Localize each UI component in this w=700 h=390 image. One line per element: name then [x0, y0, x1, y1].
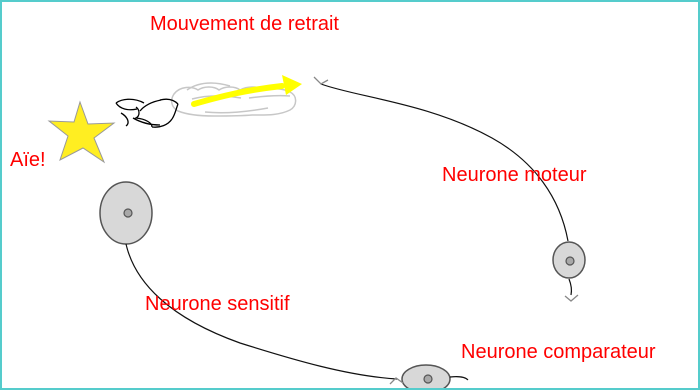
- circuit-fibers: [126, 84, 571, 380]
- motor-axon: [321, 84, 568, 241]
- comparator-neuron-label: Neurone comparateur: [461, 342, 656, 362]
- hand-icon: [116, 99, 178, 127]
- motor-neuron-nucleus: [566, 257, 574, 265]
- pain-label: Aïe!: [10, 150, 46, 170]
- motor-synapse: [565, 295, 578, 301]
- sensory-neuron-nucleus: [124, 209, 132, 217]
- comparator-neuron-nucleus: [424, 375, 432, 383]
- comparator-dendrite: [450, 377, 468, 380]
- motor-terminal: [314, 77, 328, 84]
- sensory-neuron-label: Neurone sensitif: [145, 294, 290, 314]
- arrow-icon: [194, 75, 302, 104]
- movement-label: Mouvement de retrait: [150, 14, 339, 34]
- motor-dendrite: [569, 279, 571, 295]
- motor-neuron-label: Neurone moteur: [442, 165, 587, 185]
- star-icon: [49, 102, 114, 162]
- synapse-markers: [314, 77, 578, 384]
